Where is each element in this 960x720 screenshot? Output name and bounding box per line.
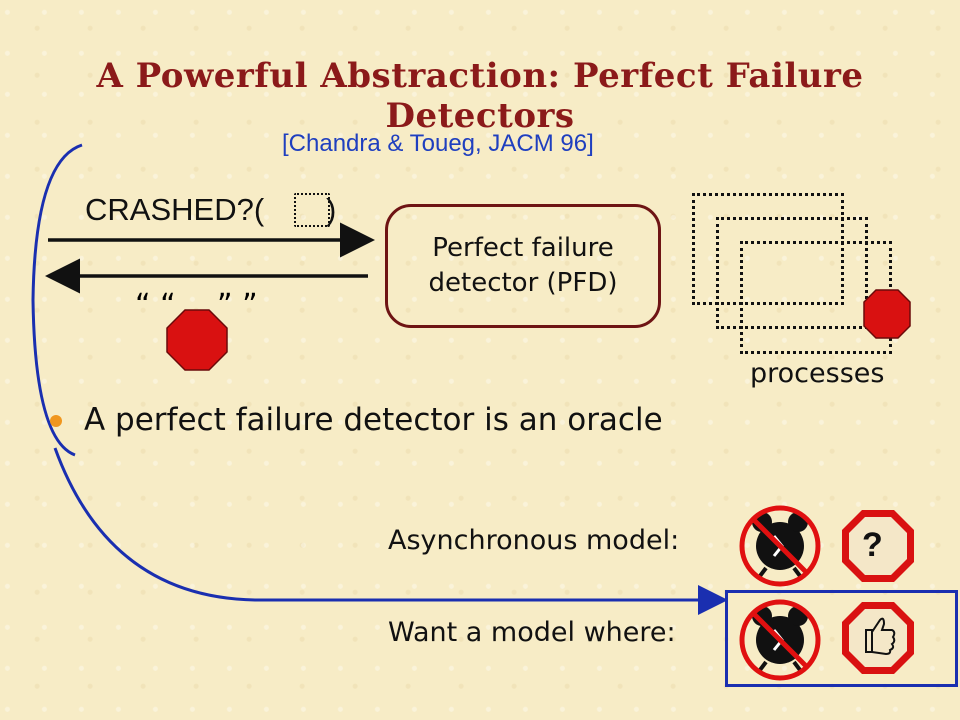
answer-quote-right: ” ” (217, 288, 258, 323)
want-model-label: Want a model where: (388, 617, 676, 648)
crashed-query: CRASHED?( (85, 192, 265, 227)
answer-quote-left: “ “ (135, 288, 176, 323)
question-mark: ? (862, 526, 883, 564)
process-frame-2 (716, 217, 868, 329)
async-model-label: Asynchronous model: (388, 525, 680, 556)
process-frame-1 (692, 193, 844, 305)
process-placeholder (294, 193, 330, 227)
citation: [Chandra & Toueg, JACM 96] (282, 130, 594, 157)
want-model-box (725, 590, 958, 687)
pfd-line1: Perfect failure (432, 232, 614, 263)
pfd-line2: detector (PFD) (428, 268, 618, 298)
bullet-icon (50, 415, 62, 427)
crashed-query-close: ) (326, 192, 337, 227)
thumbs-up-icon (842, 602, 914, 674)
slide-title: A Powerful Abstraction: Perfect Failure … (96, 56, 864, 136)
question-stop-sign-icon (842, 510, 914, 582)
pfd-box: Perfect failure detector (PFD) (385, 204, 661, 328)
processes-label: processes (750, 358, 885, 389)
no-symbol-icon (739, 505, 821, 587)
no-symbol-icon (739, 599, 821, 681)
curved-arrow (53, 447, 728, 615)
left-bracket (31, 143, 83, 457)
bullet-text: A perfect failure detector is an oracle (84, 402, 663, 438)
